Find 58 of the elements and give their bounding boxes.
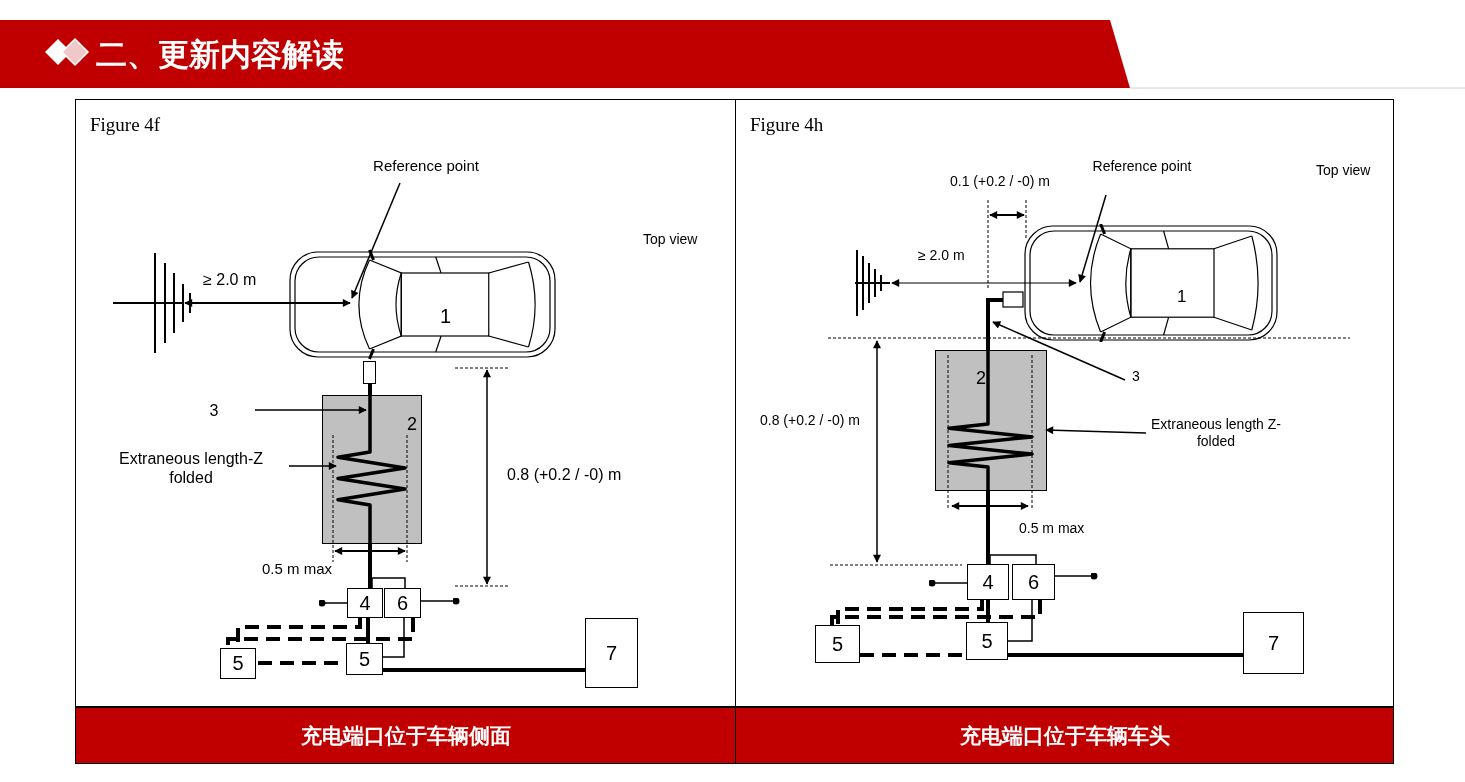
component-box: 4	[347, 588, 383, 618]
leader-arrow	[992, 321, 1126, 381]
cable-line	[382, 617, 405, 658]
cable-line	[830, 600, 1042, 625]
car-number: 1	[1177, 287, 1187, 307]
callout-label: Reference point	[1080, 155, 1204, 177]
cable-line	[989, 554, 1037, 565]
callout-label: Reference point	[356, 155, 496, 177]
caption-band: 充电端口位于车辆侧面	[75, 707, 736, 764]
component-box: 5	[220, 648, 256, 679]
component-box: 7	[1243, 612, 1304, 674]
cable-line	[1007, 599, 1033, 642]
leader-arrow	[351, 182, 401, 299]
dimension-label: 0.8 (+0.2 / -0) m	[760, 412, 860, 428]
cable-line	[368, 543, 372, 588]
figure-heading: Figure 4f	[90, 114, 161, 136]
dimension-label: 0.1 (+0.2 / -0) m	[950, 173, 1050, 189]
cable-line	[986, 491, 990, 564]
component-box: 5	[815, 625, 860, 663]
callout-label: Extraneous length Z-folded	[1146, 411, 1286, 455]
view-label: Top view	[643, 231, 698, 247]
cable-line	[836, 600, 984, 625]
cable-line	[986, 600, 990, 622]
dimension-label: ≥ 2.0 m	[918, 247, 965, 263]
dimension-label: ≥ 2.0 m	[203, 271, 257, 289]
cable-line	[226, 618, 415, 648]
view-label: Top view	[1316, 162, 1371, 178]
cable-line	[1008, 653, 1243, 657]
charging-port	[363, 361, 376, 384]
cable-line	[986, 298, 1003, 350]
ground-connection	[1054, 572, 1098, 580]
cable-line	[366, 618, 370, 643]
dimension-label: 0.5 m max	[1019, 520, 1085, 536]
leader-arrow	[254, 406, 367, 414]
page-title: 二、更新内容解读	[96, 36, 344, 74]
component-box: 7	[585, 618, 638, 688]
ground-connection	[420, 597, 460, 605]
cable-line	[368, 384, 372, 395]
leader-arrow	[288, 462, 337, 470]
dimension-label: 0.5 m max	[262, 560, 333, 577]
dimension-label: 0.8 (+0.2 / -0) m	[507, 466, 622, 484]
component-box: 6	[384, 588, 421, 618]
figure-heading: Figure 4h	[750, 114, 824, 136]
component-box: 6	[1012, 564, 1055, 600]
callout-number: 3	[1126, 365, 1146, 387]
cable-line	[383, 668, 585, 672]
ground-connection	[318, 599, 348, 607]
leader-arrow	[1045, 426, 1147, 435]
cable-line	[371, 577, 406, 589]
callout-label: Extraneous length-Z folded	[96, 447, 286, 489]
component-box: 4	[967, 564, 1009, 600]
callout-number: 3	[204, 400, 224, 422]
component-box: 5	[966, 622, 1008, 660]
caption-band: 充电端口位于车辆车头	[735, 707, 1394, 764]
car-number: 1	[440, 305, 452, 328]
ground-connection	[928, 579, 968, 587]
component-box: 5	[346, 643, 383, 675]
leader-arrow	[1078, 194, 1107, 283]
